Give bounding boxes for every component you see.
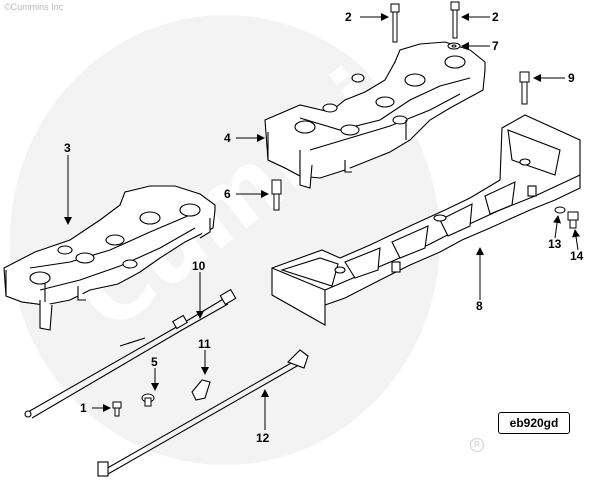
callout-5: 5 (151, 355, 158, 369)
callout-2-left: 2 (345, 10, 352, 24)
leader-lines (64, 13, 580, 430)
callout-13: 13 (548, 237, 562, 251)
callout-1: 1 (80, 401, 87, 415)
registered-mark-icon: R (470, 438, 484, 452)
copyright-notice: ©Cummins Inc (4, 2, 64, 12)
upper-rocker-housing (264, 41, 486, 189)
washer-7 (447, 42, 461, 50)
lower-rocker-housing (3, 185, 216, 331)
valve-cover (271, 114, 581, 326)
capscrew-1 (112, 401, 122, 417)
callout-8: 8 (476, 299, 483, 313)
grommet-5 (141, 393, 155, 407)
callout-4: 4 (224, 131, 231, 145)
capscrew-2b (450, 1, 460, 39)
dowel-6 (271, 179, 282, 211)
wiring-harness (24, 288, 237, 419)
callout-12: 12 (256, 431, 270, 445)
capscrew-9 (519, 71, 530, 105)
seal-13 (554, 206, 566, 214)
callout-3: 3 (64, 141, 71, 155)
callout-2-right: 2 (492, 10, 499, 24)
figure-id-label: eb920gd (498, 412, 570, 434)
callout-14: 14 (570, 249, 584, 263)
callout-7: 7 (492, 39, 499, 53)
callout-11: 11 (198, 337, 211, 351)
callout-9: 9 (568, 71, 575, 85)
harness-12 (97, 349, 309, 477)
callout-10: 10 (192, 259, 206, 273)
plug-14 (567, 211, 579, 229)
capscrew-2a (390, 3, 400, 43)
callout-6: 6 (224, 187, 231, 201)
clamp (191, 379, 211, 401)
